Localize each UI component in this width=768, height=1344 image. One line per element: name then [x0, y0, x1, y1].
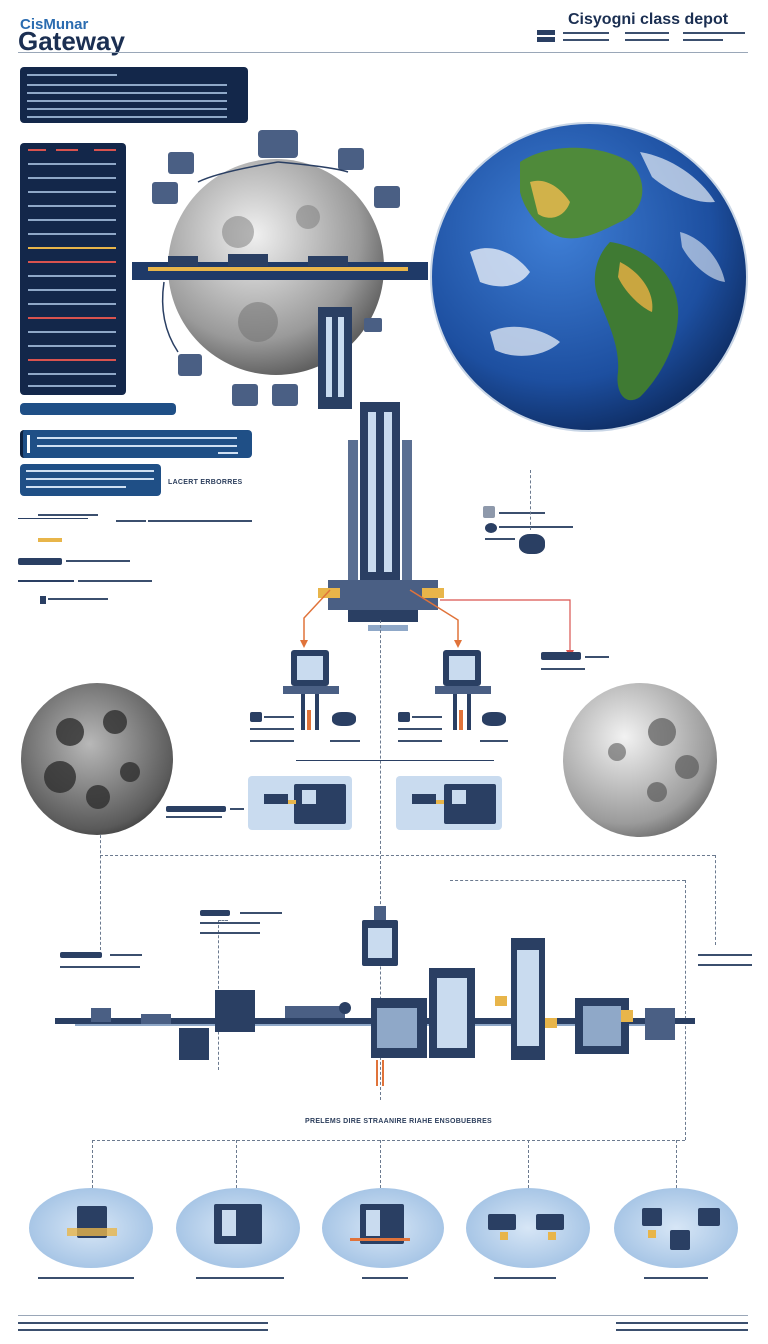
info-callout-2 [20, 464, 161, 496]
node-caption [362, 1277, 408, 1279]
connector-9 [92, 1140, 93, 1188]
mid-label-left [200, 910, 284, 938]
depot-node-3 [322, 1188, 444, 1268]
app-title: Gateway [18, 26, 125, 56]
process-label: PRELEMS DIRE STRAANIRE RIAHE ENSOBUEBRES [305, 1118, 493, 1125]
mid-tower-small [362, 906, 398, 966]
left-moon-callout [166, 806, 246, 820]
connector-11 [380, 1140, 381, 1188]
status-list-panel [20, 143, 126, 395]
footer-text [18, 1329, 268, 1331]
footer-text [616, 1329, 748, 1331]
depot-node-4 [466, 1188, 590, 1268]
header-divider [18, 52, 748, 53]
earth-icon [430, 122, 748, 432]
gateway-station-icon [132, 130, 428, 409]
connector-15 [218, 920, 228, 921]
flow-arrow-down [376, 1060, 378, 1086]
status-footer-bar [20, 403, 176, 415]
moon-icon [21, 683, 173, 835]
node-caption [196, 1277, 284, 1279]
depot-title: Cisyogni class depot [568, 11, 729, 28]
moon-icon [563, 683, 717, 837]
connector-10 [236, 1140, 237, 1188]
connector-5 [715, 855, 716, 945]
pump-module-icon [283, 650, 339, 730]
connector-7 [685, 880, 686, 1140]
depot-node-right [396, 776, 502, 830]
flow-arrows [300, 589, 574, 658]
connector-4 [100, 830, 101, 950]
right-module-top [483, 506, 573, 556]
connector-6 [450, 880, 685, 881]
flow-arrow-down [382, 1060, 384, 1086]
footer-text [616, 1322, 748, 1324]
node-caption [494, 1277, 556, 1279]
left-lower-label [60, 952, 144, 976]
depot-node-5 [614, 1188, 738, 1268]
app-subtitle: CisMunar [20, 16, 89, 33]
node-caption [644, 1277, 708, 1279]
link-line [296, 760, 494, 761]
node-caption [38, 1277, 134, 1279]
side-label: LACERT ERBORRES [168, 479, 243, 486]
pump-module-icon [435, 650, 491, 730]
connector-1 [380, 620, 381, 1100]
depot-node-left [248, 776, 352, 830]
connector-2 [530, 470, 531, 530]
depot-pipeline [55, 938, 695, 1060]
depot-node-1 [29, 1188, 153, 1268]
depot-tower-icon [318, 402, 444, 631]
pump-label-left [250, 712, 360, 746]
connector-12 [528, 1140, 529, 1188]
connector-13 [676, 1140, 677, 1188]
header-legend [537, 30, 747, 46]
depot-node-2 [176, 1188, 300, 1268]
right-callout [541, 652, 611, 676]
pump-label-right [398, 712, 508, 746]
legend-rows [18, 514, 258, 604]
spec-table-panel [20, 67, 248, 123]
connector-3 [100, 855, 715, 856]
footer-text [18, 1322, 268, 1324]
right-lower-label [698, 952, 754, 970]
footer-divider [18, 1315, 748, 1316]
connector-8 [92, 1140, 685, 1141]
info-callout-1 [20, 430, 252, 458]
